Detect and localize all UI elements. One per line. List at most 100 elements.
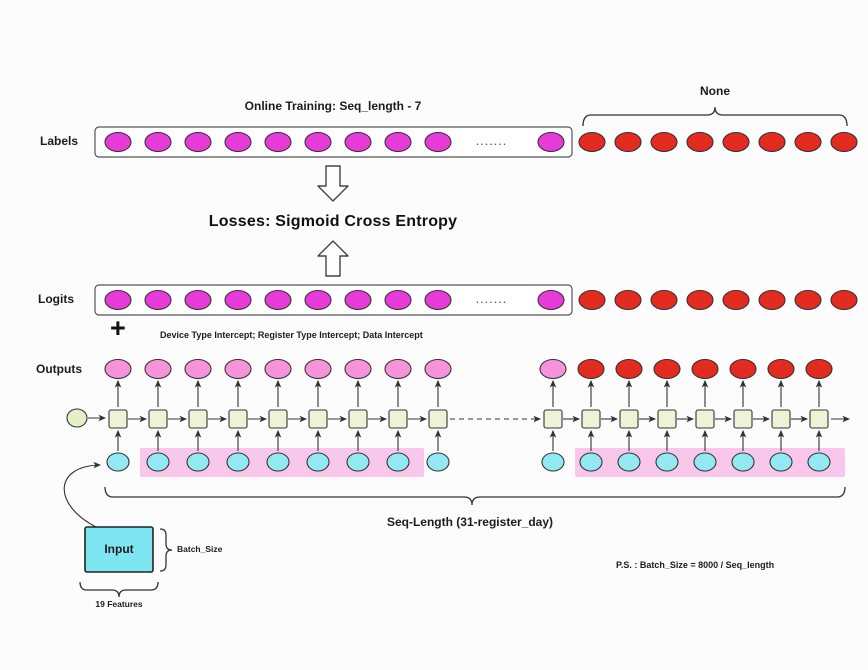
rnn-cell [188,409,208,429]
label-node [144,131,172,153]
logit-node [304,289,332,311]
rnn-cell [543,409,563,429]
rnn-cell [581,409,601,429]
initial-state-node [66,408,88,428]
logit-node [537,289,565,311]
logit-node [144,289,172,311]
plus-sign: + [110,313,126,343]
rnn-cell [657,409,677,429]
rnn-cell [388,409,408,429]
rnn-cell [771,409,791,429]
label-node [304,131,332,153]
label-node-red [650,131,678,153]
input-node [693,452,717,472]
down-block-arrow [317,165,349,202]
logit-node [264,289,292,311]
rnn-cell [108,409,128,429]
none-brace [582,106,848,127]
losses-title: Losses: Sigmoid Cross Entropy [208,213,458,230]
labels-row-label: Labels [40,134,79,148]
input-node [266,452,290,472]
rnn-cell [733,409,753,429]
features-brace [79,581,159,598]
online-training-label: Online Training: Seq_length - 7 [244,99,422,113]
logit-node [224,289,252,311]
logit-node [184,289,212,311]
label-node [384,131,412,153]
rnn-cell [428,409,448,429]
input-node [306,452,330,472]
input-node [541,452,565,472]
label-node [224,131,252,153]
output-node [424,358,452,380]
input-node [226,452,250,472]
label-node [104,131,132,153]
label-node [537,131,565,153]
batch-size-brace [159,528,173,572]
rnn-cell [619,409,639,429]
logit-node [424,289,452,311]
output-node [729,358,757,380]
output-node [104,358,132,380]
input-node [579,452,603,472]
output-node [653,358,681,380]
input-node [655,452,679,472]
input-node [106,452,130,472]
rnn-cell [228,409,248,429]
logit-node [384,289,412,311]
output-node [767,358,795,380]
batch-size-label: Batch_Size [177,544,223,554]
intercepts-label: Device Type Intercept; Register Type Int… [160,330,423,340]
input-box-label: Input [104,542,134,556]
input-node [386,452,410,472]
rnn-cell [695,409,715,429]
up-block-arrow [317,240,349,277]
output-node [344,358,372,380]
input-node [807,452,831,472]
label-node-red [614,131,642,153]
logits-ellipsis: ....... [476,295,508,305]
seq-length-brace [104,486,846,506]
input-node [617,452,641,472]
label-node [184,131,212,153]
output-node [805,358,833,380]
logit-node-red [614,289,642,311]
input-node [769,452,793,472]
logits-row-label: Logits [38,292,74,306]
output-node [184,358,212,380]
label-node [264,131,292,153]
ps-note: P.S. : Batch_Size = 8000 / Seq_length [616,560,775,570]
logit-node-red [722,289,750,311]
input-node [346,452,370,472]
label-node-red [794,131,822,153]
logit-node-red [830,289,858,311]
label-node-red [686,131,714,153]
logits-box [94,284,573,316]
outputs-row-label: Outputs [36,362,82,376]
output-node [144,358,172,380]
logit-node-red [686,289,714,311]
label-node [424,131,452,153]
rnn-cell [148,409,168,429]
input-feedback-arrow [63,461,102,528]
logit-node [344,289,372,311]
label-node-red [578,131,606,153]
input-node [731,452,755,472]
logit-node-red [794,289,822,311]
rnn-cell [268,409,288,429]
seq-length-label: Seq-Length (31-register_day) [386,515,554,529]
logit-node-red [650,289,678,311]
logit-node-red [758,289,786,311]
labels-box [94,126,573,158]
labels-ellipsis: ....... [476,137,508,147]
output-node [304,358,332,380]
output-node [539,358,567,380]
output-node [384,358,412,380]
features-label: 19 Features [95,599,143,609]
input-node [186,452,210,472]
output-node [577,358,605,380]
output-node [264,358,292,380]
output-node [615,358,643,380]
